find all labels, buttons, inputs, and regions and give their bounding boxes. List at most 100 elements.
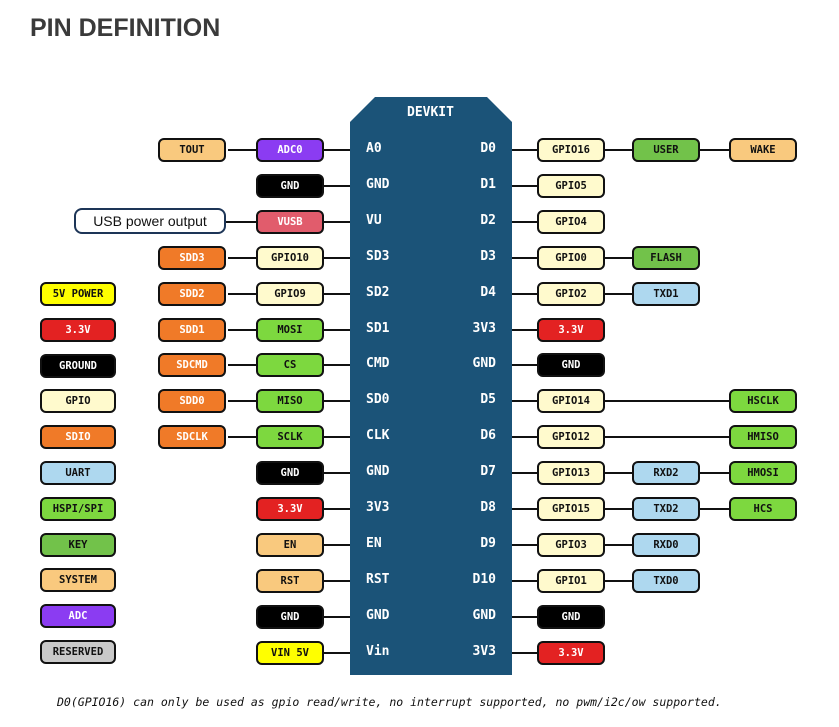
connector-line bbox=[324, 293, 350, 295]
connector-line bbox=[512, 652, 537, 654]
pin-function-tout: TOUT bbox=[158, 138, 226, 162]
board-pin-gnd: GND bbox=[472, 608, 496, 623]
connector-line bbox=[226, 221, 256, 223]
pin-label-gnd: GND bbox=[537, 605, 605, 629]
pin-function-sdclk: SDCLK bbox=[158, 425, 226, 449]
pin-function-rxd0: RXD0 bbox=[632, 533, 700, 557]
legend-key: KEY bbox=[40, 533, 116, 557]
pin-function-sdd0: SDD0 bbox=[158, 389, 226, 413]
connector-line bbox=[324, 472, 350, 474]
legend-hspi-spi: HSPI/SPI bbox=[40, 497, 116, 521]
board-pin-gnd: GND bbox=[366, 177, 390, 192]
connector-line bbox=[324, 257, 350, 259]
board-pin-d6: D6 bbox=[480, 428, 496, 443]
pin-label-cs: CS bbox=[256, 353, 324, 377]
board-pin-sd3: SD3 bbox=[366, 249, 390, 264]
board-pin-d10: D10 bbox=[472, 572, 496, 587]
connector-line bbox=[700, 149, 729, 151]
pin-label-gpio4: GPIO4 bbox=[537, 210, 605, 234]
pin-label-gnd: GND bbox=[256, 605, 324, 629]
connector-line bbox=[228, 293, 256, 295]
board-pin-a0: A0 bbox=[366, 141, 382, 156]
pin-label-gpio3: GPIO3 bbox=[537, 533, 605, 557]
pin-label-gnd: GND bbox=[537, 353, 605, 377]
pin-function-sdd1: SDD1 bbox=[158, 318, 226, 342]
pin-function-sdd3: SDD3 bbox=[158, 246, 226, 270]
pin-function-txd1: TXD1 bbox=[632, 282, 700, 306]
pin-function-txd0: TXD0 bbox=[632, 569, 700, 593]
legend-gpio: GPIO bbox=[40, 389, 116, 413]
connector-line bbox=[512, 580, 537, 582]
page-title: PIN DEFINITION bbox=[30, 14, 221, 42]
board-pin-gnd: GND bbox=[366, 608, 390, 623]
pin-label-gpio15: GPIO15 bbox=[537, 497, 605, 521]
connector-line bbox=[324, 329, 350, 331]
connector-line bbox=[324, 149, 350, 151]
connector-line bbox=[700, 508, 729, 510]
pin-label-3-3v: 3.3V bbox=[256, 497, 324, 521]
pin-label-3-3v: 3.3V bbox=[537, 641, 605, 665]
pin-function-hmiso: HMISO bbox=[729, 425, 797, 449]
footnote: D0(GPIO16) can only be used as gpio read… bbox=[57, 695, 722, 709]
board-pin-d2: D2 bbox=[480, 213, 496, 228]
pin-function-hsclk: HSCLK bbox=[729, 389, 797, 413]
pin-function-txd2: TXD2 bbox=[632, 497, 700, 521]
board-pin-vin: Vin bbox=[366, 644, 390, 659]
board-pin-clk: CLK bbox=[366, 428, 390, 443]
connector-line bbox=[512, 544, 537, 546]
pin-function-sdd2: SDD2 bbox=[158, 282, 226, 306]
connector-line bbox=[324, 221, 350, 223]
connector-line bbox=[324, 436, 350, 438]
pin-label-gnd: GND bbox=[256, 174, 324, 198]
pin-label-vin-5v: VIN 5V bbox=[256, 641, 324, 665]
connector-line bbox=[228, 364, 256, 366]
connector-line bbox=[605, 544, 632, 546]
connector-line bbox=[324, 185, 350, 187]
pin-label-gpio16: GPIO16 bbox=[537, 138, 605, 162]
legend-5v-power: 5V POWER bbox=[40, 282, 116, 306]
connector-line bbox=[512, 364, 537, 366]
connector-line bbox=[324, 400, 350, 402]
board-pin-gnd: GND bbox=[472, 356, 496, 371]
board-label: DEVKIT bbox=[407, 105, 454, 120]
connector-line bbox=[605, 293, 632, 295]
connector-line bbox=[324, 364, 350, 366]
legend-uart: UART bbox=[40, 461, 116, 485]
pin-label-gpio14: GPIO14 bbox=[537, 389, 605, 413]
board-pin-rst: RST bbox=[366, 572, 390, 587]
connector-line bbox=[512, 436, 537, 438]
pin-function-user: USER bbox=[632, 138, 700, 162]
connector-line bbox=[228, 329, 256, 331]
connector-line bbox=[512, 329, 537, 331]
pin-label-gpio2: GPIO2 bbox=[537, 282, 605, 306]
connector-line bbox=[228, 149, 256, 151]
pin-label-sclk: SCLK bbox=[256, 425, 324, 449]
connector-line bbox=[512, 508, 537, 510]
board-pin-3v3: 3V3 bbox=[366, 500, 390, 515]
legend-system: SYSTEM bbox=[40, 568, 116, 592]
pin-label-gpio5: GPIO5 bbox=[537, 174, 605, 198]
pin-label-vusb: VUSB bbox=[256, 210, 324, 234]
connector-line bbox=[512, 257, 537, 259]
board-pin-cmd: CMD bbox=[366, 356, 390, 371]
board-pin-3v3: 3V3 bbox=[472, 321, 496, 336]
pin-label-gpio12: GPIO12 bbox=[537, 425, 605, 449]
connector-line bbox=[605, 436, 729, 438]
connector-line bbox=[605, 257, 632, 259]
board-pin-gnd: GND bbox=[366, 464, 390, 479]
pin-label-gpio0: GPIO0 bbox=[537, 246, 605, 270]
connector-line bbox=[228, 436, 256, 438]
board-pin-en: EN bbox=[366, 536, 382, 551]
pin-label-gpio13: GPIO13 bbox=[537, 461, 605, 485]
board-pin-d9: D9 bbox=[480, 536, 496, 551]
connector-line bbox=[605, 400, 729, 402]
board-pin-d5: D5 bbox=[480, 392, 496, 407]
connector-line bbox=[512, 221, 537, 223]
connector-line bbox=[605, 508, 632, 510]
legend-3-3v: 3.3V bbox=[40, 318, 116, 342]
board-pin-sd0: SD0 bbox=[366, 392, 390, 407]
board-pin-d1: D1 bbox=[480, 177, 496, 192]
pin-function-rxd2: RXD2 bbox=[632, 461, 700, 485]
board-pin-d3: D3 bbox=[480, 249, 496, 264]
